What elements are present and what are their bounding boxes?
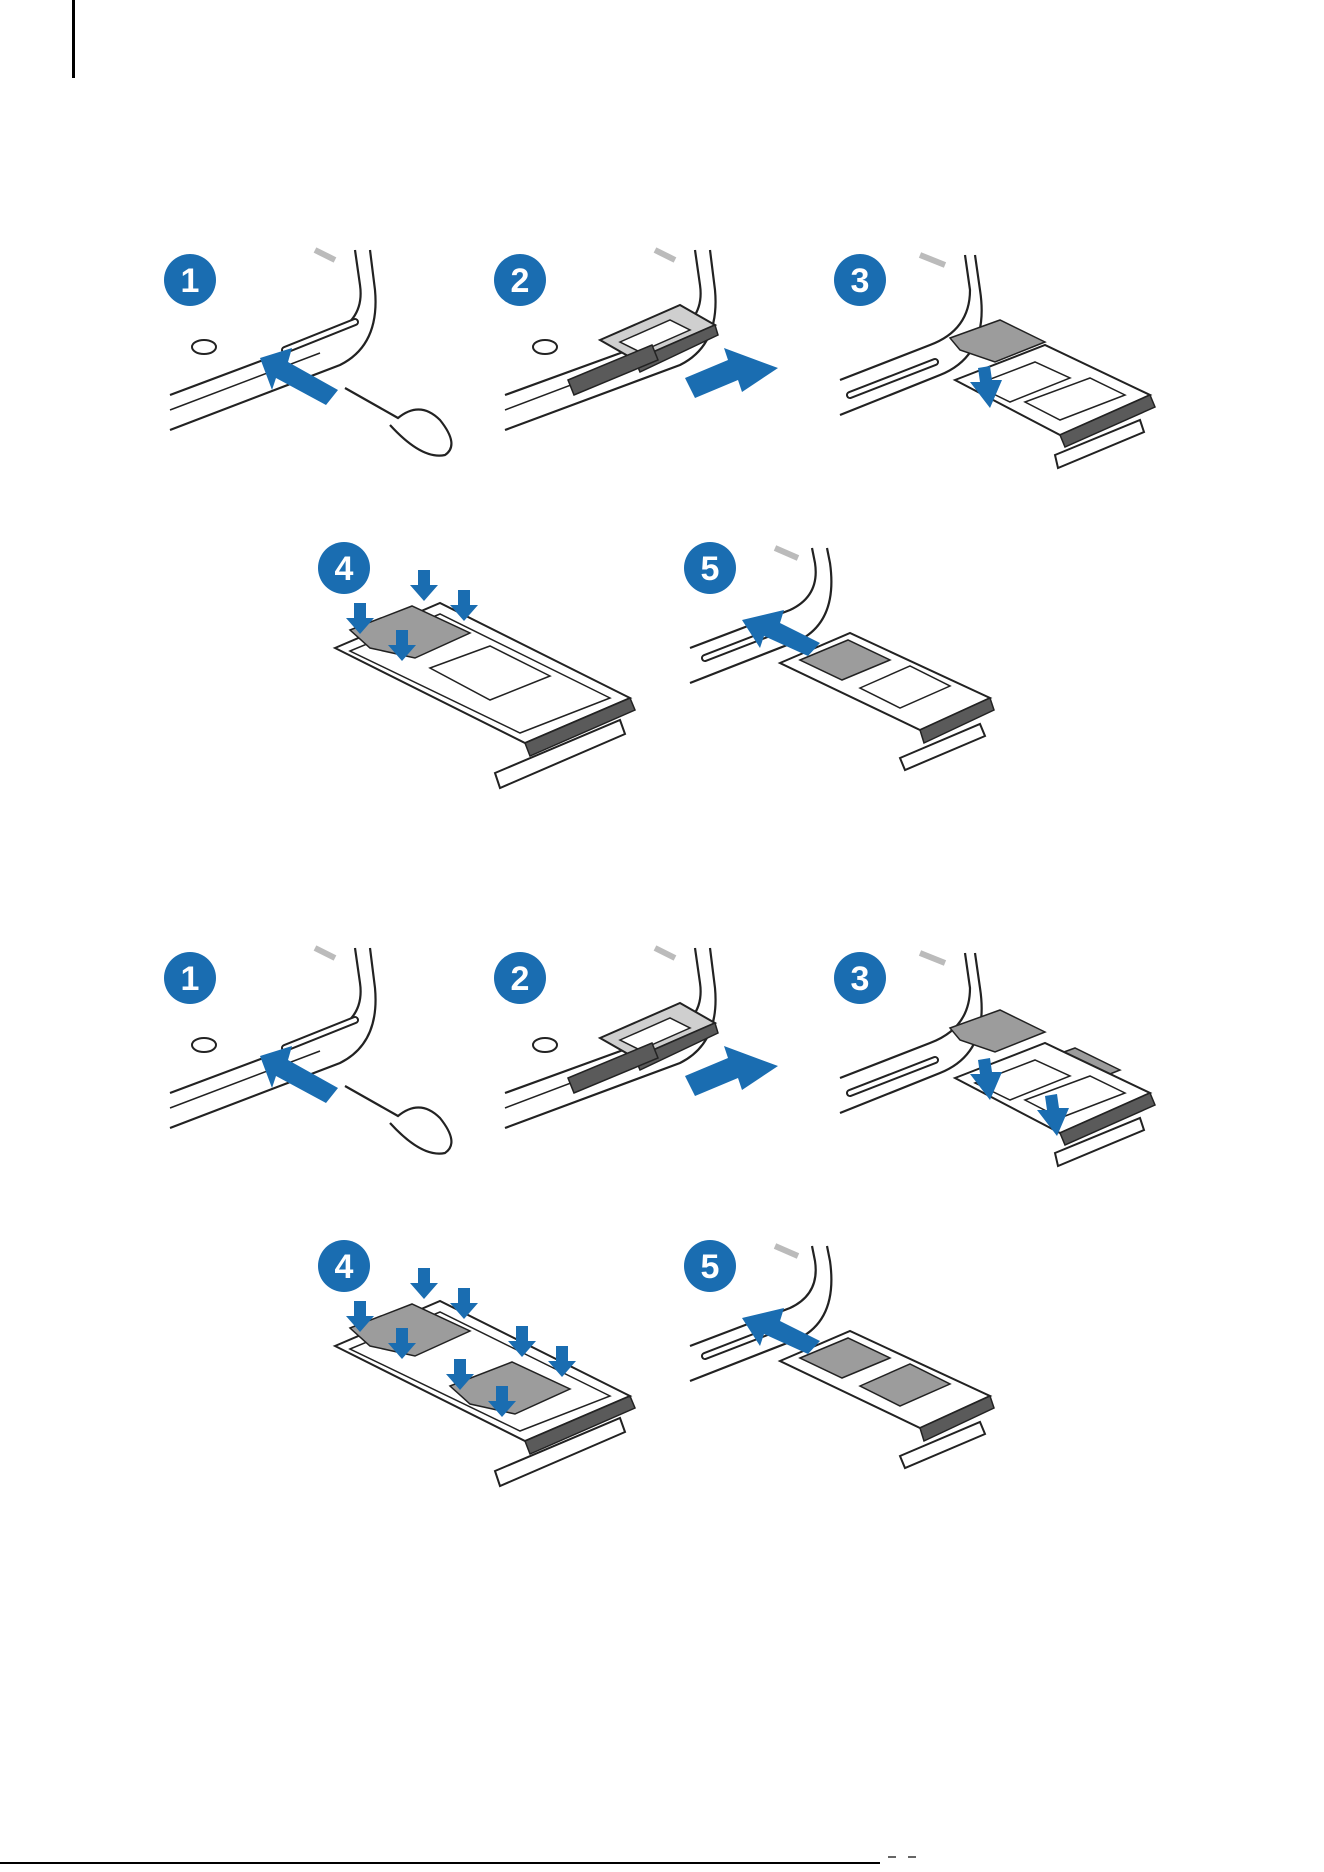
step-number: 4 [335,550,354,588]
step-number: 1 [181,960,200,998]
section1-step5-panel: 5 [680,548,1010,788]
step-number: 1 [181,262,200,300]
step-number: 3 [851,960,870,998]
step-badge: 2 [494,952,546,1004]
step-badge: 4 [318,542,370,594]
section1-step2-panel: 2 [490,250,790,450]
tray-insert-icon [690,1246,994,1468]
section2-step2-panel: 2 [490,948,790,1148]
section1-step4-panel: 4 [320,548,650,808]
step-number: 5 [701,1248,720,1286]
card-press-icon [335,1268,635,1486]
tray-pull-icon [505,250,778,430]
section2-step3-panel: 3 [830,948,1150,1208]
card-press-icon [335,570,635,788]
step-badge: 3 [834,254,886,306]
section1-step3-panel: 3 [830,250,1150,510]
card-place-icon [840,953,1155,1166]
card-place-icon [840,255,1155,468]
section1-step1-panel: 1 [160,250,460,470]
step-badge: 2 [494,254,546,306]
footer-mark [888,1856,896,1858]
footer-mark [908,1856,916,1858]
step-badge: 1 [164,952,216,1004]
step-badge: 1 [164,254,216,306]
tray-pull-icon [505,948,778,1128]
step-number: 3 [851,262,870,300]
step-badge: 4 [318,1240,370,1292]
tray-insert-icon [690,548,994,770]
step-badge: 5 [684,1240,736,1292]
section2-step4-panel: 4 [320,1246,650,1506]
step-number: 4 [335,1248,354,1286]
step-badge: 5 [684,542,736,594]
margin-rule [72,0,75,78]
step-number: 5 [701,550,720,588]
step-number: 2 [511,262,530,300]
step-number: 2 [511,960,530,998]
section2-step1-panel: 1 [160,948,460,1168]
step-badge: 3 [834,952,886,1004]
footer-rule [0,1862,880,1864]
section2-step5-panel: 5 [680,1246,1010,1486]
